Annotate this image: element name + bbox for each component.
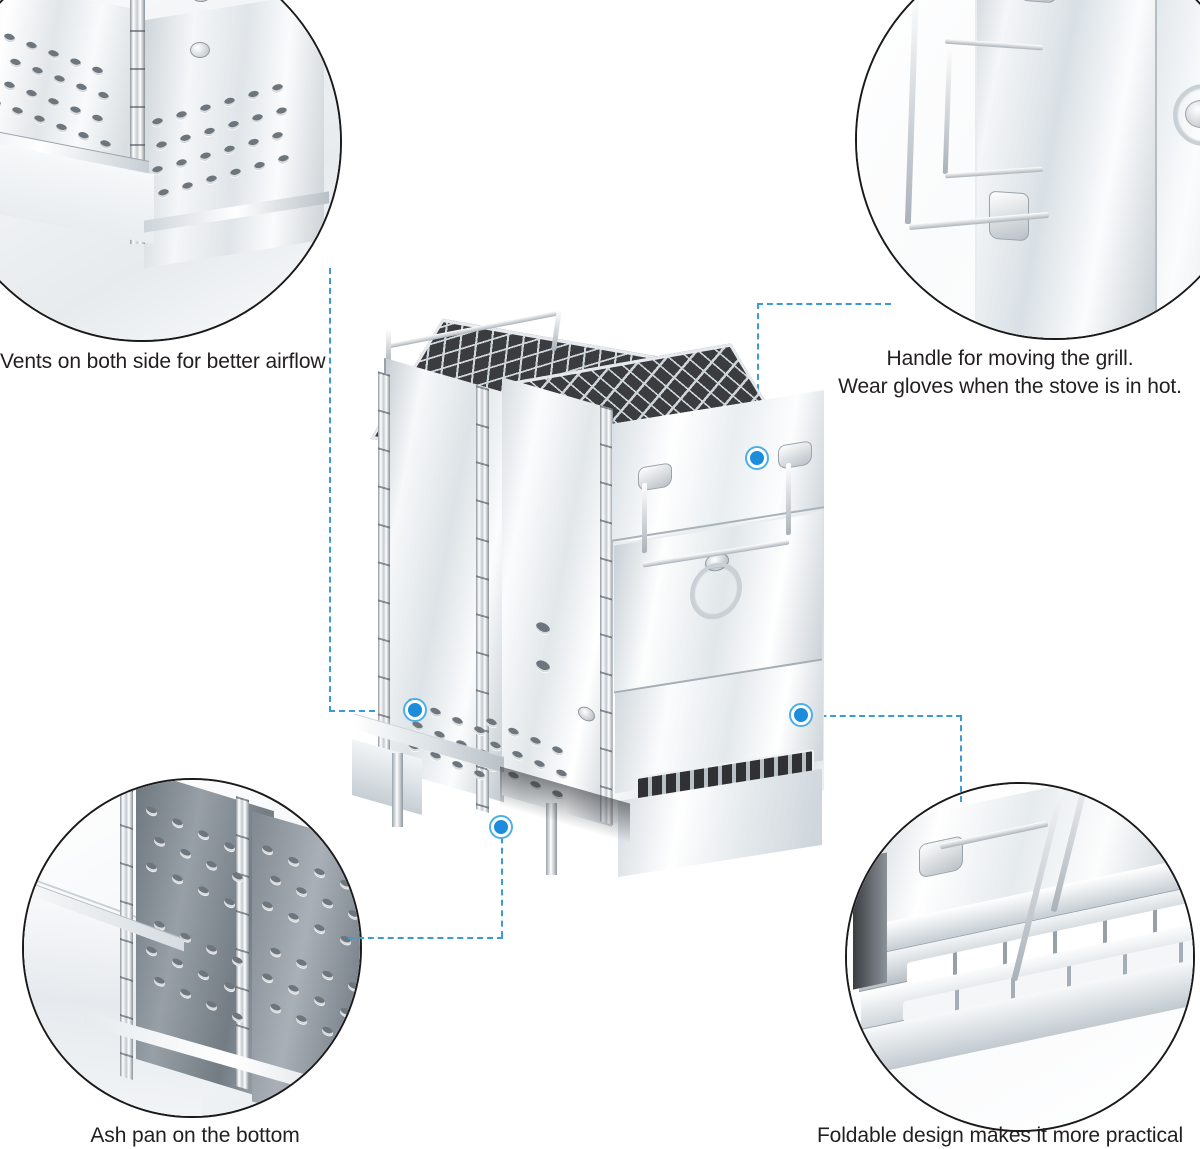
caption-ash-pan: Ash pan on the bottom <box>90 1124 300 1147</box>
ash-pan-closeup <box>24 780 360 1116</box>
connector-handle-horizontal <box>757 303 891 305</box>
side-handle-wire-left-leg <box>642 482 647 554</box>
caption-foldable: Foldable design makes it more practical <box>816 1124 1184 1147</box>
connector-vents-vertical <box>329 268 331 712</box>
mid-wall-holes <box>536 620 566 710</box>
ash-pan-marker[interactable] <box>491 817 511 837</box>
wire-handle-inner-left-bar <box>942 43 953 175</box>
inset-ash-pan <box>22 778 362 1118</box>
folding-leg-front <box>392 753 403 827</box>
connector-foldable-horizontal <box>801 715 962 717</box>
ash-pan-vent-holes-right <box>262 844 360 1076</box>
inset-vents <box>0 0 342 342</box>
wire-handle-closeup <box>857 0 1200 338</box>
panel-rivet-upper <box>190 0 212 2</box>
folded-left-dark-edge <box>853 852 887 990</box>
ash-pan-vent-holes-rear <box>146 805 256 1039</box>
wire-handle-left-bar <box>904 0 920 225</box>
handle-marker[interactable] <box>747 448 767 468</box>
foldable-marker[interactable] <box>791 705 811 725</box>
caption-handle: Handle for moving the grill. Wear gloves… <box>838 347 1182 398</box>
connector-foldable-vertical <box>960 715 962 802</box>
stove-body-panel-right <box>1157 0 1200 338</box>
caption-vents: Vents on both side for better airflow <box>0 350 326 373</box>
grate-lift-wire-left <box>386 329 391 365</box>
inset-handle <box>855 0 1200 340</box>
connector-ashpan-horizontal <box>348 937 503 939</box>
folded-flat-closeup <box>847 784 1193 1130</box>
side-handle-wire-right-leg <box>786 462 791 536</box>
connector-ashpan-vertical <box>501 827 503 937</box>
perforated-side-panels-closeup <box>0 0 340 340</box>
folding-leg-rear <box>546 803 557 875</box>
product-photo-stove <box>350 308 830 890</box>
connector-vents-horizontal <box>329 710 415 712</box>
inset-foldable <box>845 782 1195 1132</box>
vent-holes-marker[interactable] <box>405 700 425 720</box>
connector-handle-vertical <box>757 303 759 461</box>
panel-rivet-lower <box>190 42 210 58</box>
